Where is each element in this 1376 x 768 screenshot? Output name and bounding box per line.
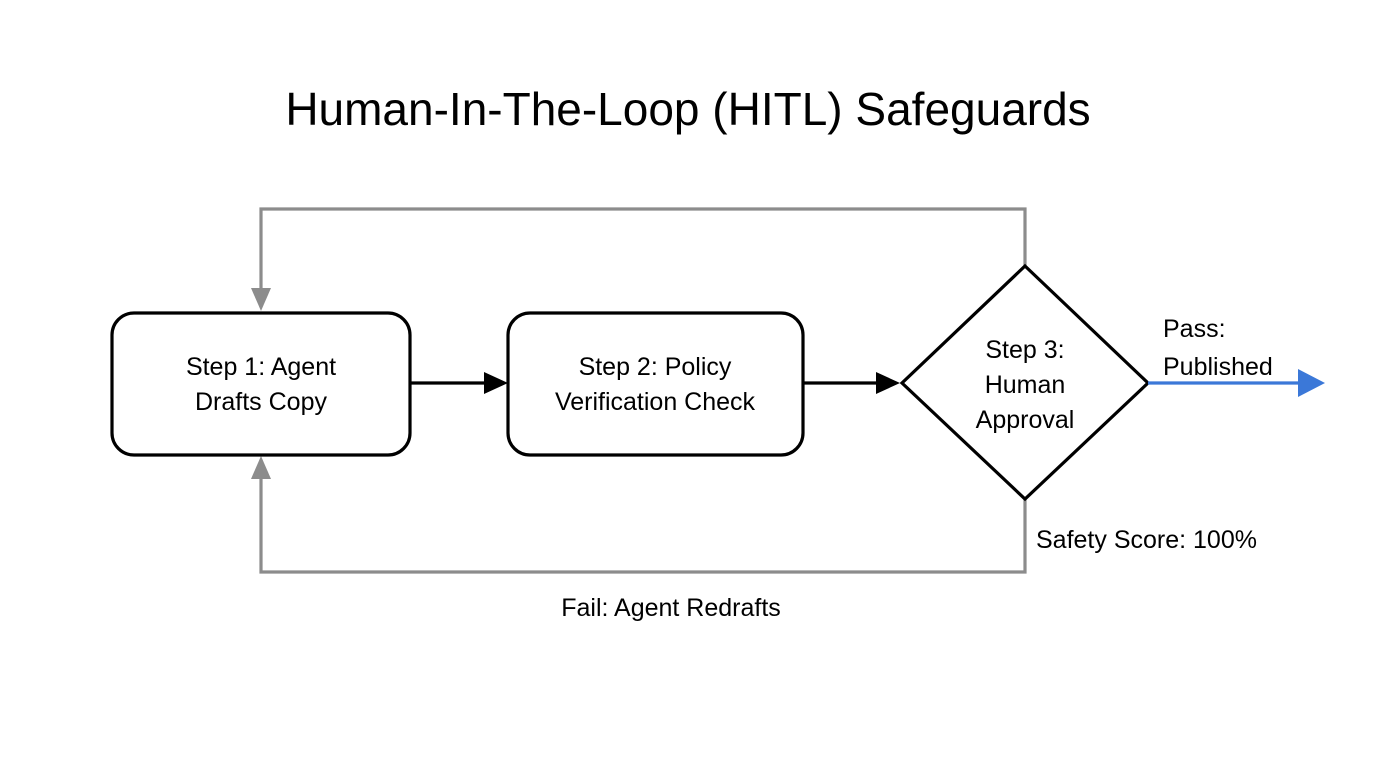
node-step3-decision[interactable]: Step 3: Human Approval (899, 263, 1151, 502)
top-loop-line (259, 207, 1027, 292)
step3-label-line2: Human (985, 371, 1066, 399)
edge-top-feedback-loop (251, 207, 1027, 311)
pass-label-line1: Pass: (1163, 315, 1226, 343)
fail-loop-label: Fail: Agent Redrafts (561, 594, 781, 622)
step2-label-line2: Verification Check (555, 388, 756, 416)
node-step2[interactable]: Step 2: Policy Verification Check (506, 311, 805, 457)
step2-step3-arrowhead-icon (876, 372, 900, 394)
top-loop-arrowhead-icon (251, 288, 271, 311)
step3-diamond[interactable] (899, 263, 1151, 502)
step3-label-line1: Step 3: (985, 336, 1064, 364)
bottom-loop-line (259, 477, 1027, 574)
bottom-loop-arrowhead-icon (251, 456, 271, 479)
step1-label-line1: Step 1: Agent (186, 353, 336, 381)
pass-published-arrowhead-icon (1298, 369, 1325, 397)
step1-step2-arrowhead-icon (484, 372, 508, 394)
pass-label-line2: Published (1163, 353, 1273, 381)
edge-step1-to-step2 (410, 372, 508, 394)
edge-pass-published: Pass: Published (1148, 315, 1325, 397)
step3-label-line3: Approval (976, 406, 1075, 434)
safety-score-annotation: Safety Score: 100% (1036, 526, 1257, 554)
page-title: Human-In-The-Loop (HITL) Safeguards (285, 83, 1090, 135)
step2-box[interactable] (506, 311, 805, 457)
step1-label-line2: Drafts Copy (195, 388, 327, 416)
node-step1[interactable]: Step 1: Agent Drafts Copy (110, 311, 412, 457)
edge-bottom-feedback-loop (251, 456, 1027, 574)
step2-label-line1: Step 2: Policy (579, 353, 732, 381)
edge-step2-to-step3 (803, 372, 900, 394)
step1-box[interactable] (110, 311, 412, 457)
